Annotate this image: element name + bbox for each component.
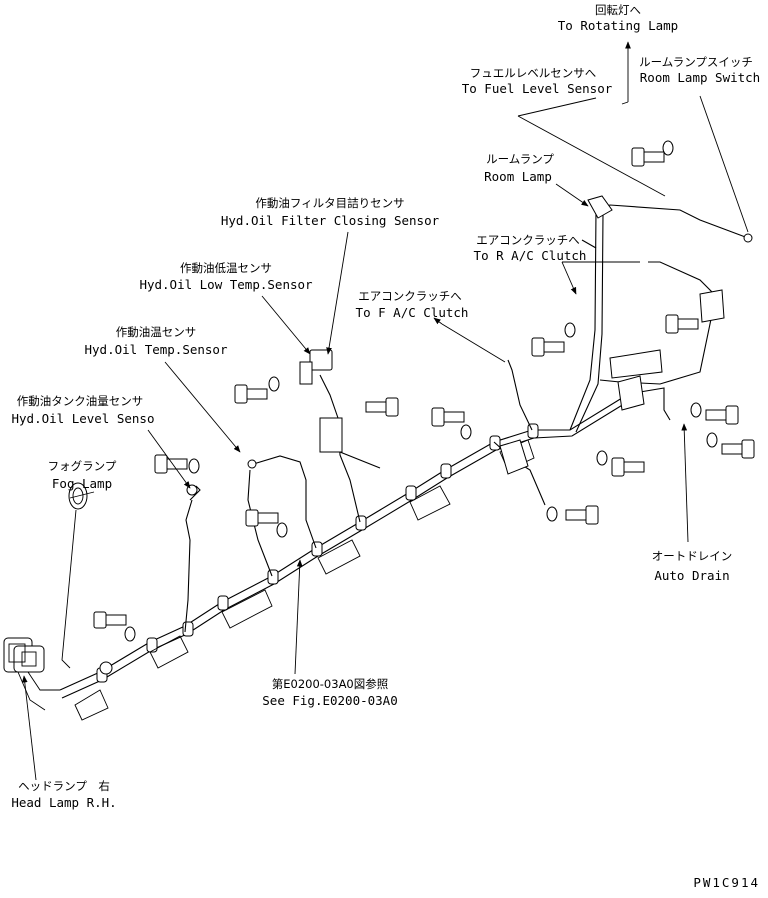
bolt-13: [706, 432, 755, 459]
svg-text:ルームランプスイッチ: ルームランプスイッチ: [639, 55, 753, 69]
sensors: [99, 195, 753, 675]
bolt-5: [365, 397, 399, 417]
svg-text:To Fuel Level Sensor: To Fuel Level Sensor: [462, 81, 613, 96]
label-f-ac-clutch: エアコンクラッチへ To F A/C Clutch: [356, 289, 469, 320]
svg-text:フュエルレベルセンサへ: フュエルレベルセンサへ: [470, 66, 597, 80]
svg-text:作動油タンク油量センサ: 作動油タンク油量センサ: [17, 394, 144, 408]
svg-text:回転灯へ: 回転灯へ: [595, 3, 641, 17]
svg-text:To Rotating Lamp: To Rotating Lamp: [558, 18, 678, 33]
label-temp-sensor: 作動油温センサ Hyd.Oil Temp.Sensor: [85, 325, 228, 357]
bolt-2: [154, 454, 200, 474]
bolt-11: [596, 450, 645, 477]
svg-text:Hyd.Oil Temp.Sensor: Hyd.Oil Temp.Sensor: [85, 342, 228, 357]
svg-text:Auto Drain: Auto Drain: [654, 568, 729, 583]
label-r-ac-clutch: エアコンクラッチへ To R A/C Clutch: [474, 233, 587, 263]
bolt-10: [546, 505, 599, 525]
svg-text:作動油低温センサ: 作動油低温センサ: [180, 261, 272, 275]
bolt-1: [234, 376, 280, 404]
svg-text:To R A/C Clutch: To R A/C Clutch: [474, 248, 587, 263]
bolt-12: [690, 402, 739, 425]
label-fog-lamp: フォグランプ Fog Lamp: [48, 459, 117, 491]
label-room-lamp: ルームランプ Room Lamp: [484, 152, 554, 184]
svg-text:Room Lamp Switch: Room Lamp Switch: [640, 70, 760, 85]
svg-text:作動油フィルタ目詰りセンサ: 作動油フィルタ目詰りセンサ: [255, 196, 404, 210]
svg-text:Hyd.Oil Filter Closing Sensor: Hyd.Oil Filter Closing Sensor: [221, 213, 440, 228]
bolt-6: [431, 407, 472, 440]
svg-text:ルームランプ: ルームランプ: [486, 152, 554, 166]
label-rotating-lamp: 回転灯へ To Rotating Lamp: [558, 3, 678, 33]
bolts: [93, 140, 755, 642]
svg-text:To F A/C Clutch: To F A/C Clutch: [356, 305, 469, 320]
label-level-sensor: 作動油タンク油量センサ Hyd.Oil Level Senso: [12, 394, 155, 426]
main-harness: [59, 204, 749, 721]
label-fuel-level-sensor: フュエルレベルセンサへ To Fuel Level Sensor: [462, 66, 613, 96]
label-filter-sensor: 作動油フィルタ目詰りセンサ Hyd.Oil Filter Closing Sen…: [221, 196, 440, 228]
drawing-number: PW1C914: [693, 875, 760, 890]
bolt-7: [531, 322, 576, 357]
svg-text:第E0200-03A0図参照: 第E0200-03A0図参照: [272, 677, 389, 691]
fog-lamp-assembly: [61, 482, 88, 669]
leader-lines: [21, 41, 749, 781]
svg-text:See Fig.E0200-03A0: See Fig.E0200-03A0: [262, 693, 397, 708]
head-lamp-assembly: [3, 637, 60, 711]
svg-text:エアコンクラッチへ: エアコンクラッチへ: [358, 289, 462, 303]
bolt-9: [665, 314, 699, 334]
label-head-lamp: ヘッドランプ 右 Head Lamp R.H.: [11, 779, 116, 810]
svg-text:オートドレイン: オートドレイン: [652, 549, 733, 563]
label-low-temp-sensor: 作動油低温センサ Hyd.Oil Low Temp.Sensor: [139, 261, 313, 292]
svg-text:Room Lamp: Room Lamp: [484, 169, 552, 184]
label-auto-drain: オートドレイン Auto Drain: [652, 549, 733, 583]
label-see-fig: 第E0200-03A0図参照 See Fig.E0200-03A0: [262, 677, 397, 708]
svg-text:Fog Lamp: Fog Lamp: [52, 476, 112, 491]
svg-text:Head Lamp R.H.: Head Lamp R.H.: [11, 795, 116, 810]
bolt-8: [631, 140, 674, 167]
svg-text:作動油温センサ: 作動油温センサ: [116, 325, 197, 339]
harness-clamps: [96, 423, 539, 683]
svg-text:フォグランプ: フォグランプ: [48, 459, 117, 473]
bolt-4: [93, 611, 136, 642]
label-room-lamp-switch: ルームランプスイッチ Room Lamp Switch: [639, 55, 760, 85]
bolt-3: [245, 509, 288, 538]
svg-text:ヘッドランプ 右: ヘッドランプ 右: [18, 779, 110, 793]
svg-text:Hyd.Oil Low Temp.Sensor: Hyd.Oil Low Temp.Sensor: [139, 277, 313, 292]
svg-text:エアコンクラッチへ: エアコンクラッチへ: [476, 233, 580, 247]
svg-text:Hyd.Oil Level Senso: Hyd.Oil Level Senso: [12, 411, 155, 426]
